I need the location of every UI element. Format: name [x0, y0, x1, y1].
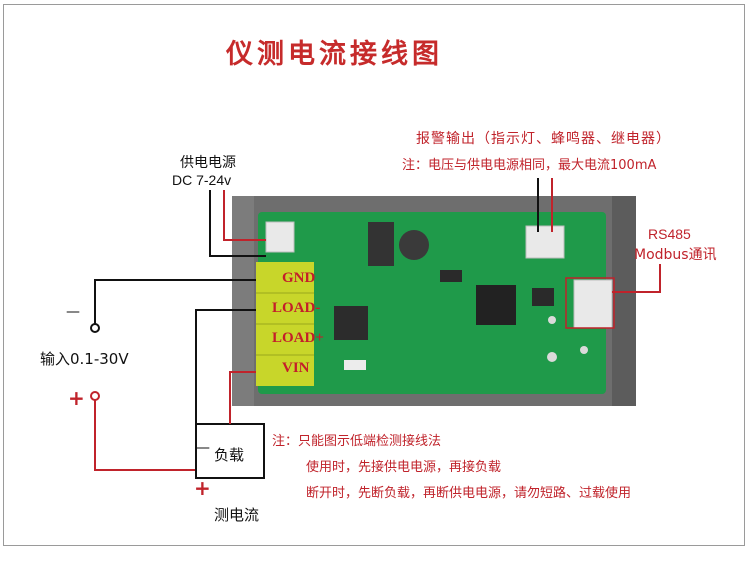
- input-minus-sign: —: [66, 304, 80, 320]
- note-line-1: 注：只能图示低端检测接线法: [272, 434, 442, 449]
- hole-1: [547, 352, 557, 362]
- power-wire-red: [223, 190, 266, 241]
- driver-chip: [532, 288, 554, 306]
- current-measure-caption: 测电流: [214, 506, 260, 524]
- power-connector: [265, 221, 295, 253]
- input-neg-terminal: [90, 323, 100, 333]
- vin-wire: [229, 371, 256, 424]
- diagram-frame: [3, 4, 745, 546]
- case-left-edge: [232, 196, 254, 406]
- load-label: 负载: [214, 446, 245, 464]
- modbus-label: Modbus通讯: [634, 247, 717, 263]
- terminal-vin: VIN: [282, 360, 310, 376]
- input-pos-terminal: [90, 391, 100, 401]
- alarm-output-label: 报警输出（指示灯、蜂鸣器、继电器）: [416, 131, 671, 147]
- buzzer: [399, 230, 429, 260]
- hole-2: [580, 346, 588, 354]
- smd-part: [440, 270, 462, 282]
- terminal-load-plus: LOAD+: [272, 330, 324, 346]
- pcb-board: [258, 212, 606, 394]
- power-wire-black: [209, 190, 266, 257]
- input-neg-wire: [94, 279, 256, 328]
- note-line-2: 使用时，先接供电电源，再接负载: [306, 460, 502, 475]
- case-right-edge: [612, 196, 636, 406]
- sensor-block: [368, 222, 394, 266]
- input-pos-wire: [94, 396, 196, 471]
- rs485-bracket: [612, 264, 661, 293]
- mcu-chip: [476, 285, 516, 325]
- power-supply-spec: DC 7-24v: [172, 172, 232, 188]
- alarm-connector: [525, 225, 565, 259]
- rs485-label: RS485: [648, 226, 691, 242]
- power-supply-label: 供电电源: [180, 155, 236, 171]
- shunt-resistor: [344, 360, 366, 370]
- terminal-gnd: GND: [282, 270, 316, 286]
- input-plus-sign: +: [68, 386, 85, 410]
- load-wire: [195, 309, 256, 440]
- rs485-highlight: [565, 277, 615, 329]
- rs485-connector: [573, 279, 613, 329]
- regulator-chip: [334, 306, 368, 340]
- note-line-3: 断开时，先断负载，再断供电电源，请勿短路、过载使用: [306, 486, 632, 501]
- diagram-title: 仪测电流接线图: [226, 39, 443, 70]
- load-plus-sign: +: [194, 476, 211, 500]
- alarm-output-note: 注：电压与供电电源相同，最大电流100mA: [402, 158, 657, 173]
- input-range-label: 输入0.1-30V: [40, 350, 129, 368]
- hole-3: [548, 316, 556, 324]
- load-minus-sign: —: [196, 440, 210, 456]
- terminal-load-minus: LOAD-: [272, 300, 321, 316]
